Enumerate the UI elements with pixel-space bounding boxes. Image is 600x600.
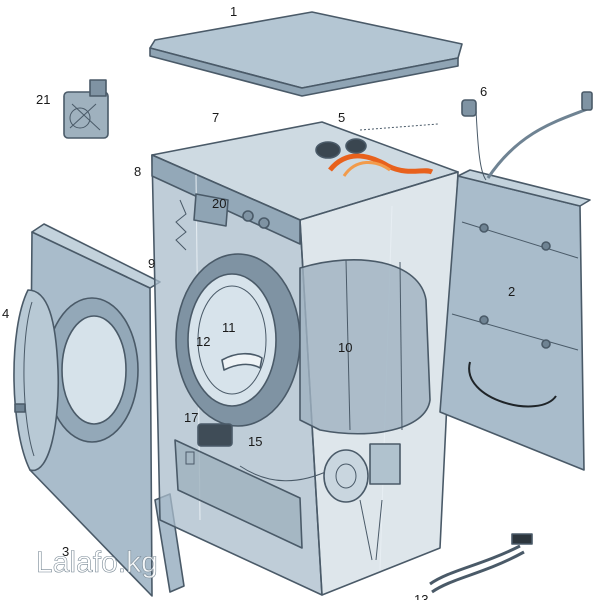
callout-17: 17 bbox=[184, 410, 198, 425]
callout-labels: 1 2 3 4 5 6 7 8 9 10 11 12 13 15 17 20 2… bbox=[2, 4, 515, 600]
callout-1: 1 bbox=[230, 4, 237, 19]
callout-10: 10 bbox=[338, 340, 352, 355]
callout-2: 2 bbox=[508, 284, 515, 299]
part-front-panel bbox=[29, 223, 161, 597]
callout-8: 8 bbox=[134, 164, 141, 179]
callout-21: 21 bbox=[36, 92, 50, 107]
part-back-panel bbox=[439, 169, 591, 471]
callout-6: 6 bbox=[480, 84, 487, 99]
callout-3: 3 bbox=[62, 544, 69, 559]
part-door bbox=[13, 289, 60, 472]
leader-lines bbox=[359, 123, 439, 131]
watermark: Lalafo.kg bbox=[36, 546, 158, 579]
callout-4: 4 bbox=[2, 306, 9, 321]
callout-5: 5 bbox=[338, 110, 345, 125]
part-heating-element bbox=[429, 533, 533, 594]
part-heater-top bbox=[315, 138, 434, 177]
part-spring bbox=[175, 199, 187, 251]
part-drum-front bbox=[175, 253, 301, 427]
callout-11: 11 bbox=[222, 320, 236, 335]
callout-13: 13 bbox=[414, 592, 428, 600]
part-pressure-switch bbox=[63, 79, 109, 139]
part-outer-tub bbox=[299, 258, 431, 435]
callout-9: 9 bbox=[148, 256, 155, 271]
callout-15: 15 bbox=[248, 434, 262, 449]
part-inlet-hose bbox=[461, 91, 593, 181]
part-pump bbox=[197, 423, 401, 561]
part-detergent-drawer bbox=[193, 193, 229, 227]
part-top-lid bbox=[149, 11, 463, 97]
callout-7: 7 bbox=[212, 110, 219, 125]
callout-12: 12 bbox=[196, 334, 210, 349]
callout-20: 20 bbox=[212, 196, 226, 211]
